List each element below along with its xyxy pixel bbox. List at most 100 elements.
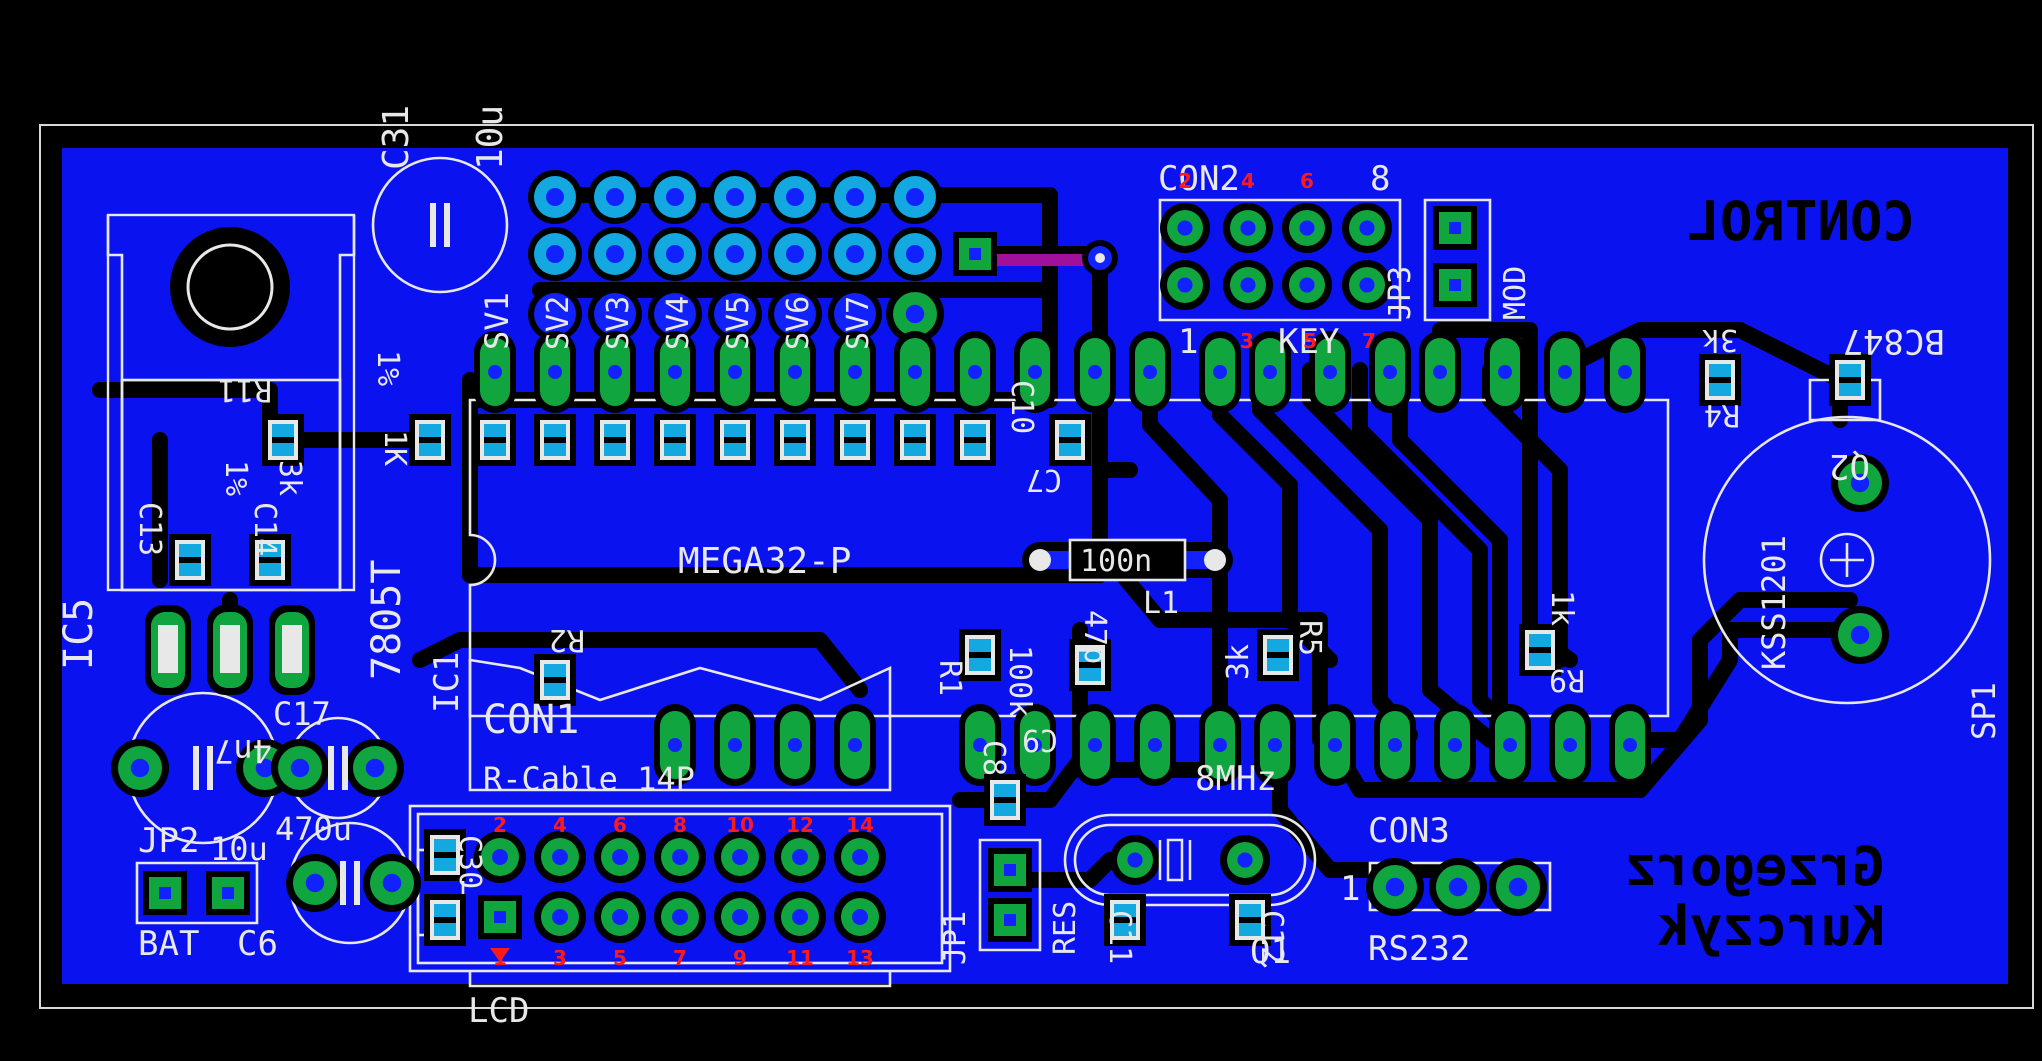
- mega-pin-top: [1419, 331, 1461, 413]
- mega-pin-bottom: [1434, 704, 1476, 786]
- label-sv3: SV3: [601, 296, 636, 350]
- label-crystal: 8MHz: [1195, 759, 1277, 799]
- smd-c13: [169, 534, 211, 586]
- label-c31: C31: [376, 105, 417, 170]
- silkscreen-labels: C31 10u SV1 SV2 SV3 SV4 SV5 SV6 SV7 1% R…: [56, 105, 2003, 1031]
- smd-c14: [249, 534, 291, 586]
- label-jp3: JP3: [1383, 266, 1418, 320]
- key-pin-bottom: [1160, 260, 1210, 310]
- key-pin-top: [1282, 203, 1332, 253]
- jumper-via: [1082, 240, 1118, 276]
- regulator-leg: [269, 605, 315, 695]
- pin1-marker: [490, 948, 510, 962]
- mega-pin-top: [1309, 331, 1351, 413]
- jp3-pad: [1433, 206, 1477, 250]
- label-10u: 10u: [210, 830, 268, 868]
- header-outlines: [135, 198, 1882, 952]
- sv-low-pad: [708, 287, 762, 341]
- pin-number: 6: [1300, 169, 1314, 193]
- crystal-outline: [1063, 813, 1317, 907]
- regulator-ic5: [106, 213, 356, 592]
- smd-r4: [1699, 354, 1741, 406]
- smd-q2: [1829, 354, 1871, 406]
- jumper-pad: [953, 232, 997, 276]
- lcd-pin-top: [714, 831, 766, 883]
- label-r11: R11: [218, 372, 272, 407]
- label-rs232: RS232: [1368, 929, 1470, 969]
- sv-top-pad: [648, 170, 702, 224]
- label-pct: 1%: [370, 350, 405, 386]
- key-pin-top: [1342, 203, 1392, 253]
- jumper-wire: [975, 254, 1100, 266]
- smd-component: [594, 414, 636, 466]
- smd-c9: [1069, 639, 1111, 691]
- label-rcable: R-Cable 14P: [483, 760, 695, 798]
- pin-number: 11: [786, 946, 814, 970]
- label-ic1: IC1: [427, 652, 467, 713]
- mega-pin-top: [714, 331, 756, 413]
- label-c14: C14: [247, 502, 282, 556]
- lcd-pin-bottom: [834, 891, 886, 943]
- pin-numbers: 2468101214135791113246357: [490, 169, 1376, 970]
- label-c11: C11: [1102, 910, 1137, 964]
- pin-number: 5: [613, 946, 627, 970]
- pin-number: 8: [673, 813, 687, 837]
- pin-number: 10: [726, 813, 754, 837]
- mega-pin-bottom: [1134, 704, 1176, 786]
- label-key-pin8: 8: [1370, 159, 1390, 199]
- lcd-pin-bottom: [774, 891, 826, 943]
- sv-low-pad: [828, 287, 882, 341]
- mega-pin-bottom: [1014, 704, 1056, 786]
- smd-component: [474, 414, 516, 466]
- mega-pin-top: [894, 331, 936, 413]
- label-7805t: 7805T: [364, 560, 410, 680]
- smd-component: [834, 414, 876, 466]
- label-sv4: SV4: [661, 296, 696, 350]
- lcd-pin-top: [474, 831, 526, 883]
- pin-number: 14: [846, 813, 874, 837]
- label-sv6: SV6: [781, 296, 816, 350]
- lcd-pin-bottom: [594, 891, 646, 943]
- smd-component: [409, 414, 451, 466]
- smd-c12: [1229, 894, 1271, 946]
- cap-symbol: [193, 746, 213, 790]
- label-key-pin1: 1: [1178, 322, 1198, 362]
- mega-pin-top: [474, 331, 516, 413]
- smd-component: [774, 414, 816, 466]
- mega-pin-bottom: [1549, 704, 1591, 786]
- label-sv2: SV2: [541, 296, 576, 350]
- key-pin-bottom: [1282, 260, 1332, 310]
- pin-number: 2: [493, 813, 507, 837]
- lcd-pin-bottom: [714, 891, 766, 943]
- sv-mid-pad: [768, 227, 822, 281]
- jp3-pad: [1433, 263, 1477, 307]
- mega-pin-bottom: [654, 704, 696, 786]
- label-470u: 470u: [275, 810, 352, 848]
- inductor-l1: [1022, 538, 1233, 582]
- jp1-pad: [988, 848, 1032, 892]
- c6-pad: [271, 739, 329, 797]
- smd-r11: [262, 414, 304, 466]
- label-c17-value: 4n7: [214, 732, 272, 770]
- mega-pin-top: [774, 331, 816, 413]
- label-r11-pct: 1%: [218, 460, 253, 496]
- label-c9: C9: [1022, 722, 1058, 757]
- label-ic5: IC5: [56, 598, 102, 670]
- c30-pad: [363, 854, 421, 912]
- lcd-pin-bottom: [654, 891, 706, 943]
- cap-symbol: [340, 861, 360, 905]
- pin-number: 13: [846, 946, 874, 970]
- label-c17: C17: [273, 695, 331, 733]
- sv-top-pad: [708, 170, 762, 224]
- label-c7: C7: [1026, 462, 1062, 497]
- pin-number: 9: [733, 946, 747, 970]
- key-pin-top: [1223, 203, 1273, 253]
- sv-mid-pad: [888, 227, 942, 281]
- cap-symbol: [430, 203, 450, 247]
- pin-number: 7: [1362, 329, 1376, 353]
- mega-pin-top: [1604, 331, 1646, 413]
- sv-top-pad: [528, 170, 582, 224]
- mega-pin-bottom: [1314, 704, 1356, 786]
- sv-top-pad: [828, 170, 882, 224]
